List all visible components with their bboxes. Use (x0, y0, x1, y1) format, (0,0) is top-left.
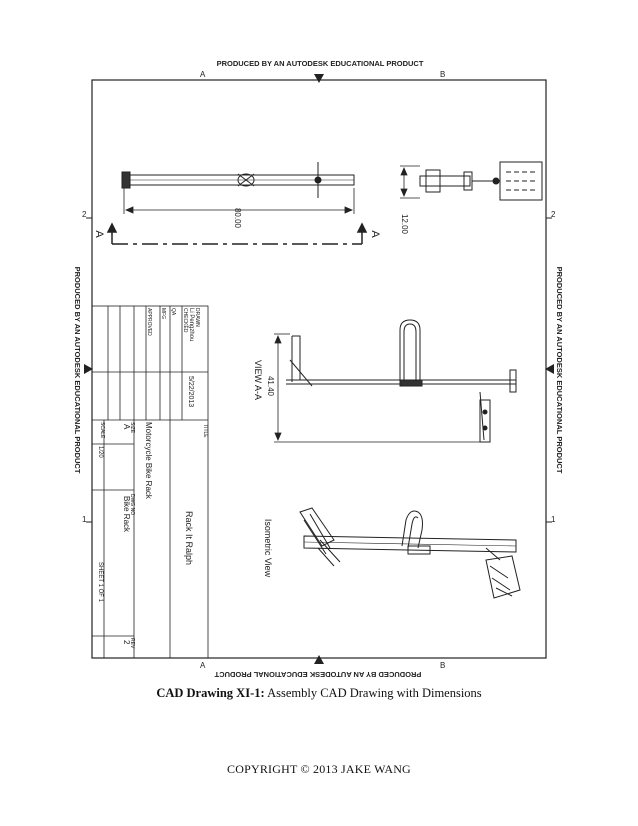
caption-text: Assembly CAD Drawing with Dimensions (264, 686, 482, 700)
center-mark-top (314, 74, 324, 83)
view-a-a-label: VIEW A-A (253, 360, 263, 400)
copyright-notice: COPYRIGHT © 2013 JAKE WANG (227, 762, 411, 776)
zone-number-1-left: 1 (82, 515, 87, 524)
dimension-length (123, 188, 355, 214)
tb-scale-label: SCALE (99, 422, 105, 439)
section-line-a-a (106, 222, 368, 245)
tb-size-label: SIZE (129, 422, 135, 434)
figure-caption: CAD Drawing XI-1: Assembly CAD Drawing w… (0, 686, 638, 701)
caption-label: CAD Drawing XI-1: (156, 686, 265, 700)
tb-sheet: SHEET 1 OF 1 (97, 562, 103, 603)
tb-rev: 2 (122, 640, 131, 645)
tb-checked-label: CHECKED (182, 308, 188, 333)
isometric-view-rack (299, 507, 521, 599)
dimension-length-value: 80.00 (233, 208, 242, 229)
zone-letter-b-bottom: B (440, 661, 445, 670)
zone-letter-a-bottom: A (200, 661, 206, 670)
tb-mfg-label: MFG (160, 308, 166, 319)
top-view-rack (121, 162, 355, 198)
center-mark-left (84, 364, 93, 374)
center-mark-bottom (314, 655, 324, 664)
dimension-height (400, 165, 420, 199)
tb-drawn-name: Li Pengzhou (188, 308, 194, 341)
tb-title-label: TITLE (202, 424, 208, 438)
center-mark-right (545, 364, 554, 374)
tb-size: A (122, 424, 131, 430)
end-view-rack (419, 161, 543, 201)
tb-rev-label: REV (129, 638, 135, 649)
tb-date: 5/22/2013 (187, 376, 194, 407)
title-block (91, 305, 209, 659)
section-letter-right: A (369, 230, 381, 238)
section-letter-left: A (93, 230, 105, 238)
dimension-section (274, 333, 480, 443)
tb-approved-label: APPROVED (146, 308, 152, 336)
tb-drawn-label: DRAWN (194, 308, 200, 327)
section-view-rack (286, 319, 517, 443)
zone-number-1-right: 1 (551, 515, 556, 524)
watermark-bottom: PRODUCED BY AN AUTODESK EDUCATIONAL PROD… (214, 670, 421, 679)
zone-letter-b-top: B (440, 70, 445, 79)
tb-dwg-label: DWG NO (129, 494, 135, 515)
zone-letter-a-top: A (200, 70, 206, 79)
isometric-view-label: Isometric View (263, 519, 273, 578)
tb-dwg-no: Bike Rack (122, 496, 131, 533)
watermark-top: PRODUCED BY AN AUTODESK EDUCATIONAL PROD… (217, 59, 424, 68)
tb-scale: 1/20 (97, 446, 103, 458)
tb-qa-label: QA (170, 308, 176, 316)
tb-product: Motorcycle Bike Rack (144, 422, 153, 500)
watermark-right: PRODUCED BY AN AUTODESK EDUCATIONAL PROD… (555, 267, 564, 474)
tb-title: Rack It Ralph (184, 511, 194, 565)
zone-number-2-right: 2 (551, 210, 556, 219)
watermark-left: PRODUCED BY AN AUTODESK EDUCATIONAL PROD… (73, 267, 82, 474)
dimension-section-value: 41.40 (266, 376, 275, 397)
zone-number-2-left: 2 (82, 210, 87, 219)
dimension-height-value: 12.00 (400, 214, 409, 235)
